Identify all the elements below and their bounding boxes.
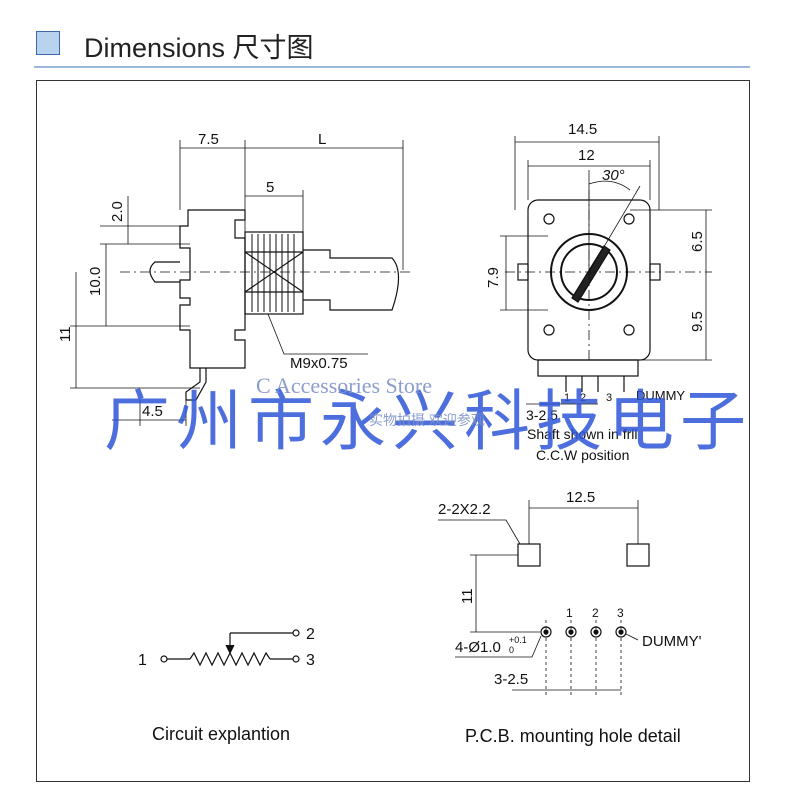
shaft-note-line1: Shaft shown in frll <box>527 426 638 442</box>
pcb-pin-1-label: 1 <box>566 606 573 620</box>
circuit-terminal-2 <box>292 629 300 637</box>
front-pin-2-label: 2 <box>580 392 586 404</box>
circuit-pin-2-label: 2 <box>306 626 315 643</box>
dim-11-label: 11 <box>57 326 74 342</box>
bushing <box>244 231 304 315</box>
dim-5-label: 5 <box>266 179 274 196</box>
circuit-diagram: 1 2 3 <box>138 626 315 669</box>
dim-4-5-label: 4.5 <box>142 403 163 420</box>
mount-hole-br <box>623 324 635 336</box>
dim-12-label: 12 <box>578 147 595 164</box>
front-pin-3-label: 3 <box>606 392 612 404</box>
hole-tol-lower: 0 <box>509 645 514 655</box>
front-view: 14.5 12 30° 6.5 7.9 9.5 1 2 3 DUMMY 3-2.… <box>485 121 712 423</box>
thread-label: M9x0.75 <box>290 355 348 372</box>
thread-leader <box>267 313 368 355</box>
dim-9-5-label: 9.5 <box>689 311 706 332</box>
circuit-pin-1-label: 1 <box>138 652 147 669</box>
hole-size-leader <box>438 519 521 545</box>
pcb-hole-detail: 2-2X2.2 12.5 11 1 2 3 DUMMY' 4-Ø1.0 +0.1… <box>438 489 702 696</box>
dim-L-label: L <box>318 131 326 148</box>
shaft <box>303 249 400 311</box>
circuit-terminal-3 <box>292 655 300 663</box>
section-square-icon <box>36 31 60 55</box>
hole-dia-label: 4-Ø1.0 <box>455 639 501 656</box>
side-view: 7.5 L 5 2.0 10.0 11 4.5 M9x0.75 <box>57 131 410 426</box>
mount-hole-tl <box>543 213 555 225</box>
dim-7-9-label: 7.9 <box>485 267 502 288</box>
side-body-outline <box>179 209 246 369</box>
shaft-slot <box>571 245 611 303</box>
dim-6-5-label: 6.5 <box>689 231 706 252</box>
watermark-chinese: 广州市永兴科技电子 <box>104 383 752 460</box>
dim-pcb-11-label: 11 <box>459 588 476 604</box>
resistor <box>189 651 271 667</box>
pcb-square-hole-right <box>626 543 650 567</box>
mount-hole-bl <box>543 324 555 336</box>
bushing-threads <box>251 234 295 312</box>
hole-tol-upper: +0.1 <box>509 635 527 645</box>
hole-size-label: 2-2X2.2 <box>438 501 491 518</box>
drawing-frame <box>36 80 750 782</box>
shaft-note-line2: C.C.W position <box>536 447 630 463</box>
front-pin-1-label: 1 <box>564 392 570 404</box>
front-pitch-label: 3-2.5 <box>526 407 558 423</box>
dim-10-0-label: 10.0 <box>87 267 104 296</box>
front-dummy-label: DUMMY <box>636 388 685 403</box>
section-header: Dimensions 尺寸图 <box>0 0 800 80</box>
circuit-caption: Circuit explantion <box>152 724 291 744</box>
dim-12-5-label: 12.5 <box>566 489 595 506</box>
mount-hole-tr <box>623 213 635 225</box>
circuit-pin-3-label: 3 <box>306 652 315 669</box>
watermark-english: C Accessories Store <box>256 373 432 398</box>
side-nub <box>149 261 180 283</box>
dim-14-5-label: 14.5 <box>568 121 597 138</box>
dim-7-5-label: 7.5 <box>198 131 219 148</box>
pcb-dummy-label: DUMMY' <box>642 633 702 650</box>
section-title: Dimensions 尺寸图 <box>84 33 314 63</box>
pcb-pin-3-label: 3 <box>617 606 624 620</box>
pcb-caption: P.C.B. mounting hole detail <box>465 726 681 746</box>
angle-label: 30° <box>602 167 625 184</box>
front-base <box>537 359 639 377</box>
watermark-subtext: 实物拍摄 欢迎参观 <box>369 412 485 428</box>
circuit-terminal-1 <box>160 655 168 663</box>
pcb-square-hole-left <box>517 543 541 567</box>
header-divider <box>34 66 750 68</box>
dim-2-0-label: 2.0 <box>109 201 126 222</box>
pcb-pitch-label: 3-2.5 <box>494 671 528 688</box>
hole-dia-leader <box>455 635 542 658</box>
pcb-pin-2-label: 2 <box>592 606 599 620</box>
